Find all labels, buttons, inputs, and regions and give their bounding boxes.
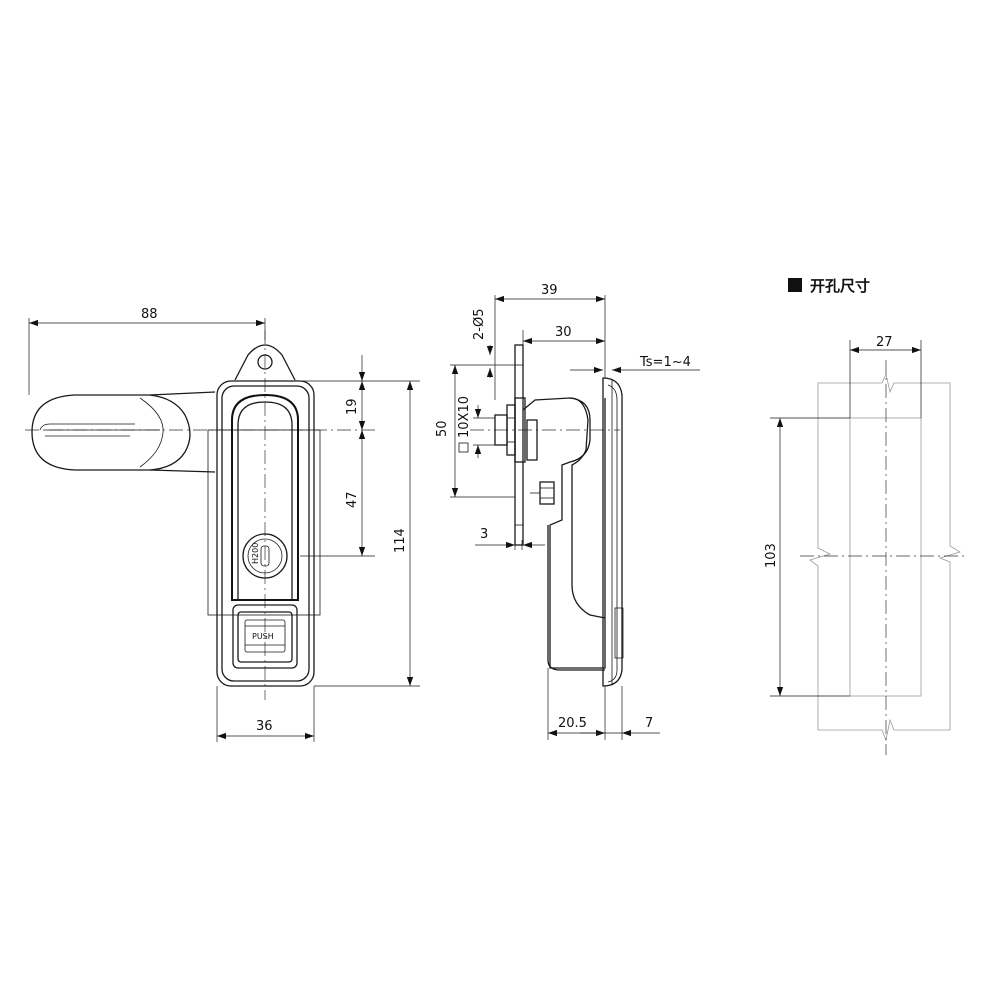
handle-body-outer <box>216 380 315 687</box>
dim-20-5: 20.5 <box>558 716 587 731</box>
square-shaft-dim: 10X10 <box>457 396 472 453</box>
lock-label: H200 <box>251 543 260 564</box>
grip-recess <box>231 393 299 601</box>
dim-27: 27 <box>876 335 893 350</box>
dim-47: 47 <box>345 491 360 508</box>
dim-19: 19 <box>345 398 360 415</box>
cutout-view: 开孔尺寸 27 103 <box>764 277 968 755</box>
dim-2-d5: 2-Ø5 <box>472 309 487 340</box>
housing <box>522 397 606 671</box>
key-lock: H200 <box>242 533 288 579</box>
handle-body-inner <box>221 385 310 682</box>
panel-outline <box>809 372 961 742</box>
lower-screw <box>530 481 555 505</box>
dim-88: 88 <box>141 307 158 322</box>
mounting-ear <box>234 344 296 381</box>
back-plate <box>207 429 321 616</box>
square-symbol-icon <box>458 442 469 453</box>
side-view: 39 30 2-Ø5 50 10X10 3 Ts=1~4 20.5 7 <box>435 283 700 740</box>
dim-10x10: 10X10 <box>457 396 472 438</box>
dim-36: 36 <box>256 719 273 734</box>
dim-7: 7 <box>645 716 653 731</box>
push-label: PUSH <box>252 632 274 641</box>
dim-3: 3 <box>480 527 488 542</box>
cutout-rect <box>849 417 922 697</box>
cutout-title: 开孔尺寸 <box>810 277 870 295</box>
push-button: PUSH <box>232 604 298 669</box>
black-square-icon <box>788 278 802 292</box>
dim-50: 50 <box>435 420 450 437</box>
dim-30: 30 <box>555 325 572 340</box>
front-view: H200 PUSH 88 19 47 114 36 <box>25 307 420 742</box>
dim-114: 114 <box>393 528 408 553</box>
bracket-plate <box>514 344 524 546</box>
dim-103: 103 <box>764 543 779 568</box>
dim-ts: Ts=1~4 <box>639 355 691 370</box>
lever-handle <box>31 391 216 473</box>
dim-39: 39 <box>541 283 558 298</box>
escutcheon <box>602 377 624 687</box>
